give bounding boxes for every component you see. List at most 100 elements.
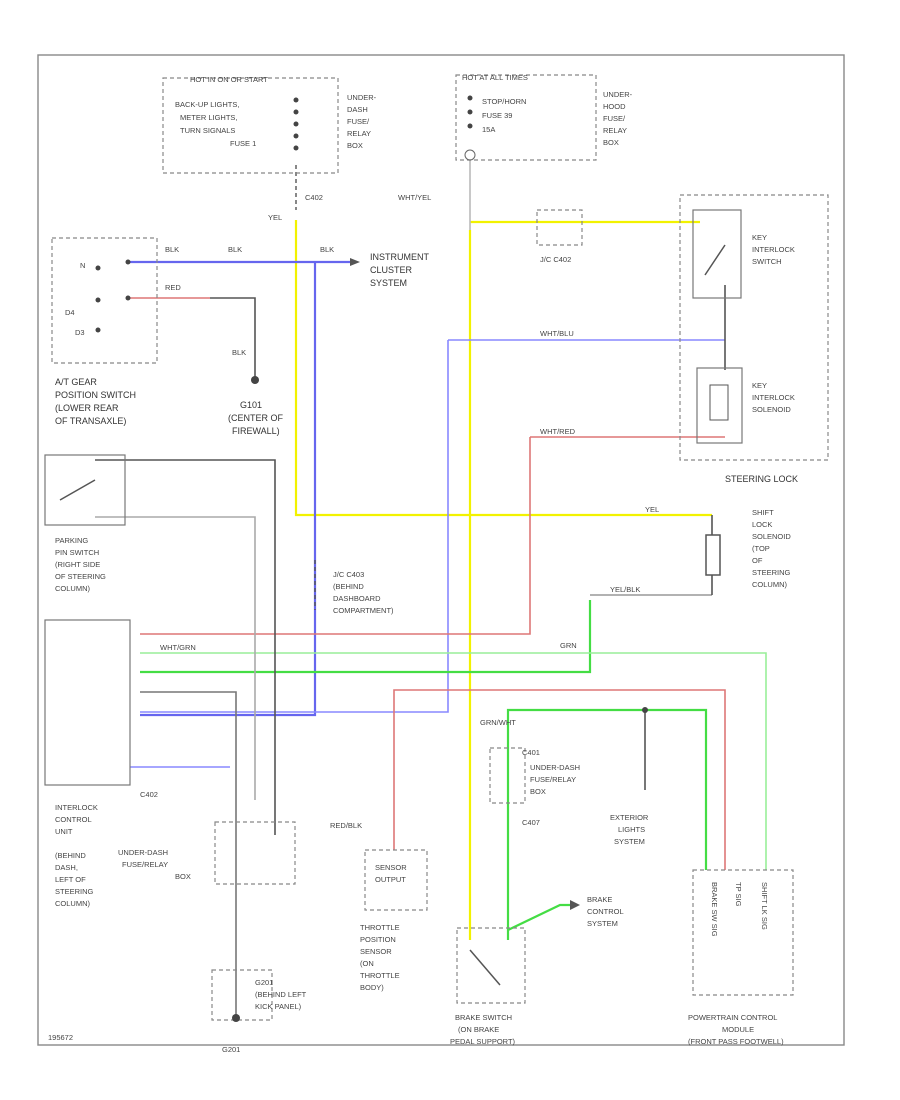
g201-box — [211, 969, 273, 1021]
svg-text:UNDER-DASH: UNDER-DASH — [530, 763, 580, 772]
yel-2-label: YEL — [645, 505, 659, 514]
svg-text:SHIFT LK SIG: SHIFT LK SIG — [760, 882, 769, 930]
blk-label-1: BLK — [165, 245, 179, 254]
svg-text:STEERING: STEERING — [55, 887, 94, 896]
svg-text:(ON BRAKE: (ON BRAKE — [458, 1025, 499, 1034]
svg-text:UNIT: UNIT — [55, 827, 73, 836]
svg-text:POSITION SWITCH: POSITION SWITCH — [55, 390, 136, 400]
steering-lock-label: STEERING LOCK — [725, 474, 798, 484]
svg-text:KICK PANEL): KICK PANEL) — [255, 1002, 302, 1011]
wht-grn-label: WHT/GRN — [160, 643, 196, 652]
key-switch-icon — [704, 244, 726, 276]
red-blk-label: RED/BLK — [330, 821, 362, 830]
svg-text:(ON: (ON — [360, 959, 374, 968]
svg-text:OF TRANSAXLE): OF TRANSAXLE) — [55, 416, 126, 426]
svg-text:KEY: KEY — [752, 233, 767, 242]
svg-text:OF: OF — [752, 556, 763, 565]
gear-n: N — [80, 261, 85, 270]
svg-text:SWITCH: SWITCH — [752, 257, 782, 266]
diagram-frame — [37, 54, 845, 1046]
svg-text:RELAY: RELAY — [603, 126, 627, 135]
svg-text:FUSE/RELAY: FUSE/RELAY — [122, 860, 168, 869]
svg-text:BOX: BOX — [175, 872, 191, 881]
gear-d3: D3 — [75, 328, 85, 337]
svg-text:BODY): BODY) — [360, 983, 384, 992]
yel-label: YEL — [268, 213, 282, 222]
svg-text:G101: G101 — [240, 400, 262, 410]
wire-blk-park2 — [95, 516, 256, 800]
svg-text:OF STEERING: OF STEERING — [55, 572, 106, 581]
svg-text:TP SIG: TP SIG — [734, 882, 743, 907]
svg-text:BRAKE: BRAKE — [587, 895, 612, 904]
svg-text:LEFT OF: LEFT OF — [55, 875, 86, 884]
brake-switch-icon — [469, 949, 501, 986]
svg-text:SOLENOID: SOLENOID — [752, 532, 791, 541]
wht-yel-label: WHT/YEL — [398, 193, 431, 202]
gear-d4: D4 — [65, 308, 75, 317]
svg-text:THROTTLE: THROTTLE — [360, 923, 400, 932]
exterior-lights-label: EXTERIOR LIGHTS SYSTEM — [610, 813, 649, 846]
svg-text:BRAKE SWITCH: BRAKE SWITCH — [455, 1013, 512, 1022]
svg-text:COLUMN): COLUMN) — [55, 584, 91, 593]
tp-sensor-box — [364, 849, 428, 911]
underdash-relay-label: UNDER-DASH FUSE/RELAY BOX — [118, 848, 191, 881]
blk-label-3: BLK — [320, 245, 334, 254]
park-switch-box — [44, 454, 126, 526]
exterior-lights-node-icon — [642, 707, 648, 713]
tp-box-label: SENSOR OUTPUT — [375, 863, 407, 884]
g201-label: G201 (BEHIND LEFT KICK PANEL) — [255, 978, 307, 1011]
solenoid-coil-icon — [709, 384, 729, 421]
wire-blu-v2 — [140, 340, 449, 713]
svg-text:STOP/HORN: STOP/HORN — [482, 97, 526, 106]
gear-switch-box — [51, 237, 158, 364]
svg-text:FUSE/: FUSE/ — [603, 114, 626, 123]
brake-control-label: BRAKE CONTROL SYSTEM — [587, 895, 624, 928]
grn-wht-label: GRN/WHT — [480, 718, 516, 727]
park-switch-icon — [59, 479, 96, 501]
svg-text:FUSE/RELAY: FUSE/RELAY — [530, 775, 576, 784]
fuse-box-2-lines: STOP/HORN FUSE 39 15A — [482, 97, 526, 134]
jc-behind-dash-label: J/C C403 (BEHIND DASHBOARD COMPARTMENT) — [333, 570, 394, 615]
fuse-box-2 — [455, 74, 597, 161]
brake-switch-box — [456, 927, 526, 1004]
svg-text:THROTTLE: THROTTLE — [360, 971, 400, 980]
underdash-relay-box-2 — [489, 747, 526, 804]
blk-label-2: BLK — [228, 245, 242, 254]
svg-text:UNDER-: UNDER- — [347, 93, 377, 102]
brake-switch-label: BRAKE SWITCH (ON BRAKE PEDAL SUPPORT) — [450, 1013, 516, 1046]
svg-text:INTERLOCK: INTERLOCK — [55, 803, 98, 812]
svg-text:UNDER-DASH: UNDER-DASH — [118, 848, 168, 857]
key-interlock-switch-label: KEY INTERLOCK SWITCH — [752, 233, 795, 266]
pcm-box — [692, 869, 794, 996]
footer-code: 195672 — [48, 1033, 73, 1042]
fuse-box-2-side: UNDER- HOOD FUSE/ RELAY BOX — [603, 90, 633, 147]
svg-text:BOX: BOX — [530, 787, 546, 796]
svg-text:FUSE 39: FUSE 39 — [482, 111, 512, 120]
interlock-control-unit-box — [44, 619, 131, 786]
c402-label-top: C402 — [305, 193, 323, 202]
svg-text:G201: G201 — [255, 978, 273, 987]
svg-text:FUSE 1: FUSE 1 — [230, 139, 256, 148]
svg-text:STEERING: STEERING — [752, 568, 791, 577]
shift-lock-solenoid-label: SHIFT LOCK SOLENOID (TOP OF STEERING COL… — [752, 508, 791, 589]
interlock-unit-label: INTERLOCK CONTROL UNIT (BEHIND DASH, LEF… — [55, 803, 98, 908]
wire-red-tp — [393, 689, 726, 870]
svg-text:BOX: BOX — [347, 141, 363, 150]
svg-text:SYSTEM: SYSTEM — [614, 837, 645, 846]
svg-text:(LOWER REAR: (LOWER REAR — [55, 403, 119, 413]
svg-text:POWERTRAIN CONTROL: POWERTRAIN CONTROL — [688, 1013, 777, 1022]
blk-g-label: BLK — [232, 348, 246, 357]
fuse-box-1-title: HOT IN ON OR START — [190, 75, 268, 84]
svg-text:PIN SWITCH: PIN SWITCH — [55, 548, 99, 557]
brake-control-arrow-icon — [570, 900, 580, 910]
key-interlock-solenoid-label: KEY INTERLOCK SOLENOID — [752, 381, 795, 414]
svg-text:LOCK: LOCK — [752, 520, 772, 529]
svg-text:(TOP: (TOP — [752, 544, 770, 553]
svg-text:SOLENOID: SOLENOID — [752, 405, 791, 414]
svg-text:CONTROL: CONTROL — [587, 907, 624, 916]
svg-text:(BEHIND: (BEHIND — [333, 582, 364, 591]
svg-text:15A: 15A — [482, 125, 495, 134]
svg-text:(RIGHT SIDE: (RIGHT SIDE — [55, 560, 100, 569]
svg-text:SYSTEM: SYSTEM — [587, 919, 618, 928]
